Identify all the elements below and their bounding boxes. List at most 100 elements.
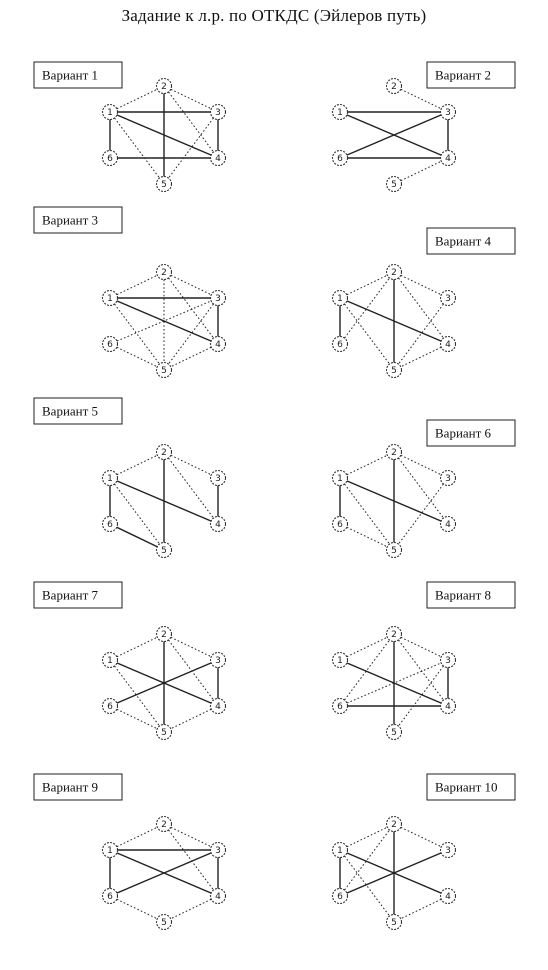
vertex-label: 1 xyxy=(337,846,343,856)
vertex-5 xyxy=(155,913,173,931)
edge-2-3 xyxy=(393,271,449,299)
vertex-3 xyxy=(209,841,227,859)
vertex-4 xyxy=(439,515,457,533)
edge-6-3 xyxy=(339,111,449,159)
edge-6-2 xyxy=(339,633,395,707)
vertex-2 xyxy=(385,77,403,95)
vertex-1 xyxy=(331,103,349,121)
vertex-1 xyxy=(331,841,349,859)
edge-1-2 xyxy=(109,85,165,113)
vertex-label: 5 xyxy=(161,366,167,376)
vertex-3 xyxy=(209,103,227,121)
vertex-label: 6 xyxy=(107,154,113,164)
vertex-5 xyxy=(385,723,403,741)
variant-label-box xyxy=(426,227,516,255)
vertex-4 xyxy=(439,887,457,905)
edge-2-3 xyxy=(163,271,219,299)
vertex-1 xyxy=(331,469,349,487)
vertex-2 xyxy=(155,443,173,461)
vertex-6 xyxy=(331,887,349,905)
edge-4-5 xyxy=(393,895,449,923)
vertex-label: 1 xyxy=(337,656,343,666)
variant-label-box xyxy=(33,773,123,801)
edge-1-2 xyxy=(339,823,395,851)
variant-label: Вариант 4 xyxy=(435,234,492,249)
vertex-1 xyxy=(331,651,349,669)
vertex-1 xyxy=(101,651,119,669)
vertex-label: 4 xyxy=(445,340,451,350)
variant-label: Вариант 5 xyxy=(42,404,98,419)
vertex-1 xyxy=(101,841,119,859)
edge-5-4 xyxy=(393,157,449,185)
vertex-3 xyxy=(439,103,457,121)
vertex-label: 3 xyxy=(445,846,451,856)
vertex-label: 6 xyxy=(337,154,343,164)
vertex-label: 3 xyxy=(215,474,221,484)
edge-2-3 xyxy=(163,451,219,479)
vertex-label: 4 xyxy=(215,340,221,350)
vertex-label: 4 xyxy=(215,702,221,712)
vertex-4 xyxy=(209,697,227,715)
vertex-label: 4 xyxy=(215,520,221,530)
vertex-label: 4 xyxy=(445,892,451,902)
vertex-label: 4 xyxy=(445,154,451,164)
vertex-1 xyxy=(331,289,349,307)
vertex-6 xyxy=(101,335,119,353)
variant-label-box xyxy=(426,581,516,609)
variant-label: Вариант 3 xyxy=(42,213,98,228)
vertex-label: 2 xyxy=(161,630,167,640)
variant-label: Вариант 2 xyxy=(435,68,491,83)
vertex-6 xyxy=(331,149,349,167)
vertex-6 xyxy=(331,697,349,715)
vertex-label: 6 xyxy=(337,702,343,712)
vertex-label: 5 xyxy=(161,728,167,738)
variant-label: Вариант 6 xyxy=(435,426,492,441)
vertex-1 xyxy=(101,103,119,121)
vertex-4 xyxy=(209,335,227,353)
vertex-5 xyxy=(385,541,403,559)
edge-4-5 xyxy=(163,705,219,733)
vertex-label: 1 xyxy=(337,474,343,484)
vertex-label: 2 xyxy=(161,82,167,92)
vertex-4 xyxy=(439,697,457,715)
edge-6-5 xyxy=(339,523,395,551)
vertex-5 xyxy=(385,361,403,379)
edge-2-3 xyxy=(393,85,449,113)
vertex-label: 4 xyxy=(215,154,221,164)
vertex-label: 5 xyxy=(391,546,397,556)
vertex-label: 1 xyxy=(337,108,343,118)
vertex-5 xyxy=(385,913,403,931)
vertex-label: 1 xyxy=(107,474,113,484)
variant-label: Вариант 7 xyxy=(42,588,99,603)
vertex-label: 3 xyxy=(445,108,451,118)
vertex-label: 3 xyxy=(215,108,221,118)
vertex-6 xyxy=(101,149,119,167)
vertex-label: 6 xyxy=(107,702,113,712)
vertex-label: 6 xyxy=(107,892,113,902)
vertex-label: 1 xyxy=(107,656,113,666)
variant-7: Вариант 7 1 2 3 4 5 6 xyxy=(33,581,227,741)
variant-label-box xyxy=(426,61,516,89)
vertex-4 xyxy=(209,149,227,167)
edge-2-3 xyxy=(393,823,449,851)
vertex-label: 3 xyxy=(215,656,221,666)
vertex-label: 1 xyxy=(337,294,343,304)
vertex-label: 1 xyxy=(107,846,113,856)
edge-1-2 xyxy=(339,633,395,661)
vertex-label: 3 xyxy=(215,294,221,304)
variant-label: Вариант 10 xyxy=(435,780,498,795)
vertex-4 xyxy=(209,887,227,905)
vertex-label: 2 xyxy=(391,82,397,92)
variant-label: Вариант 9 xyxy=(42,780,98,795)
vertex-2 xyxy=(155,815,173,833)
edge-6-5 xyxy=(109,705,165,733)
vertex-3 xyxy=(439,289,457,307)
vertex-4 xyxy=(209,515,227,533)
edge-6-3 xyxy=(339,659,449,707)
